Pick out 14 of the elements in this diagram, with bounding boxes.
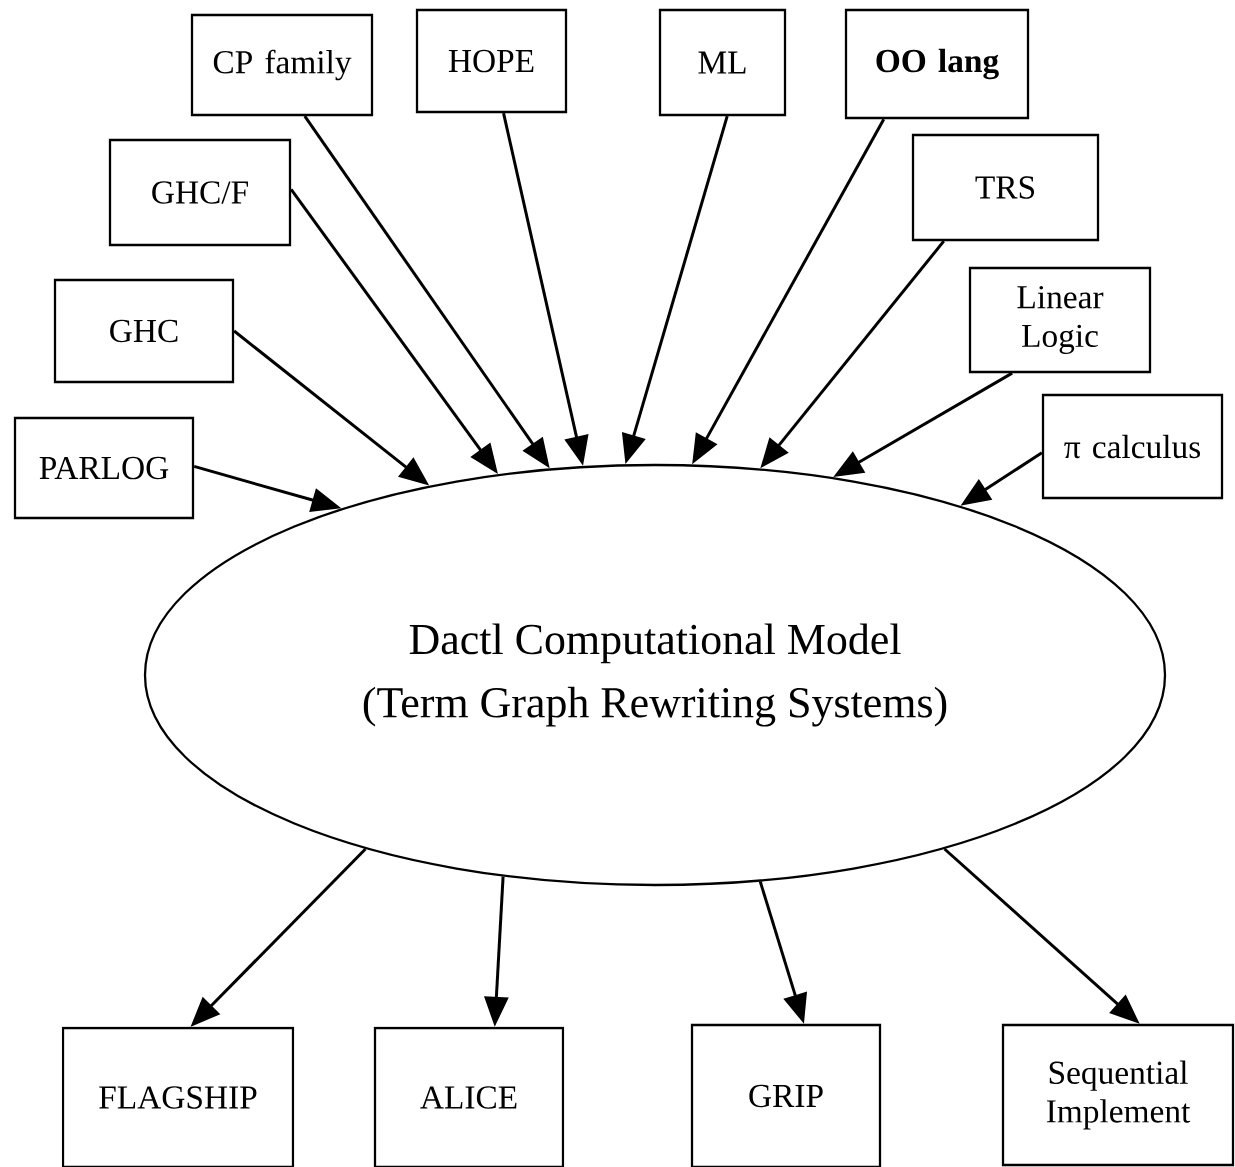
text-box: TRS xyxy=(911,133,1100,242)
text-box: FLAGSHIP xyxy=(61,1026,295,1167)
text-box: OO lang xyxy=(844,8,1030,120)
text-box: GRIP xyxy=(690,1023,882,1167)
text-box: PARLOG xyxy=(13,416,195,520)
text-box: Linear Logic xyxy=(968,266,1152,374)
text-box: π calculus xyxy=(1041,393,1224,500)
text-box: Sequential Implement xyxy=(1001,1023,1235,1167)
text-box: CP family xyxy=(190,13,374,117)
text-box: ML xyxy=(658,8,787,117)
text-box: ALICE xyxy=(373,1026,565,1167)
text-box: GHC xyxy=(53,278,235,384)
text-box: GHC/F xyxy=(108,138,292,247)
text-box: HOPE xyxy=(415,8,568,114)
